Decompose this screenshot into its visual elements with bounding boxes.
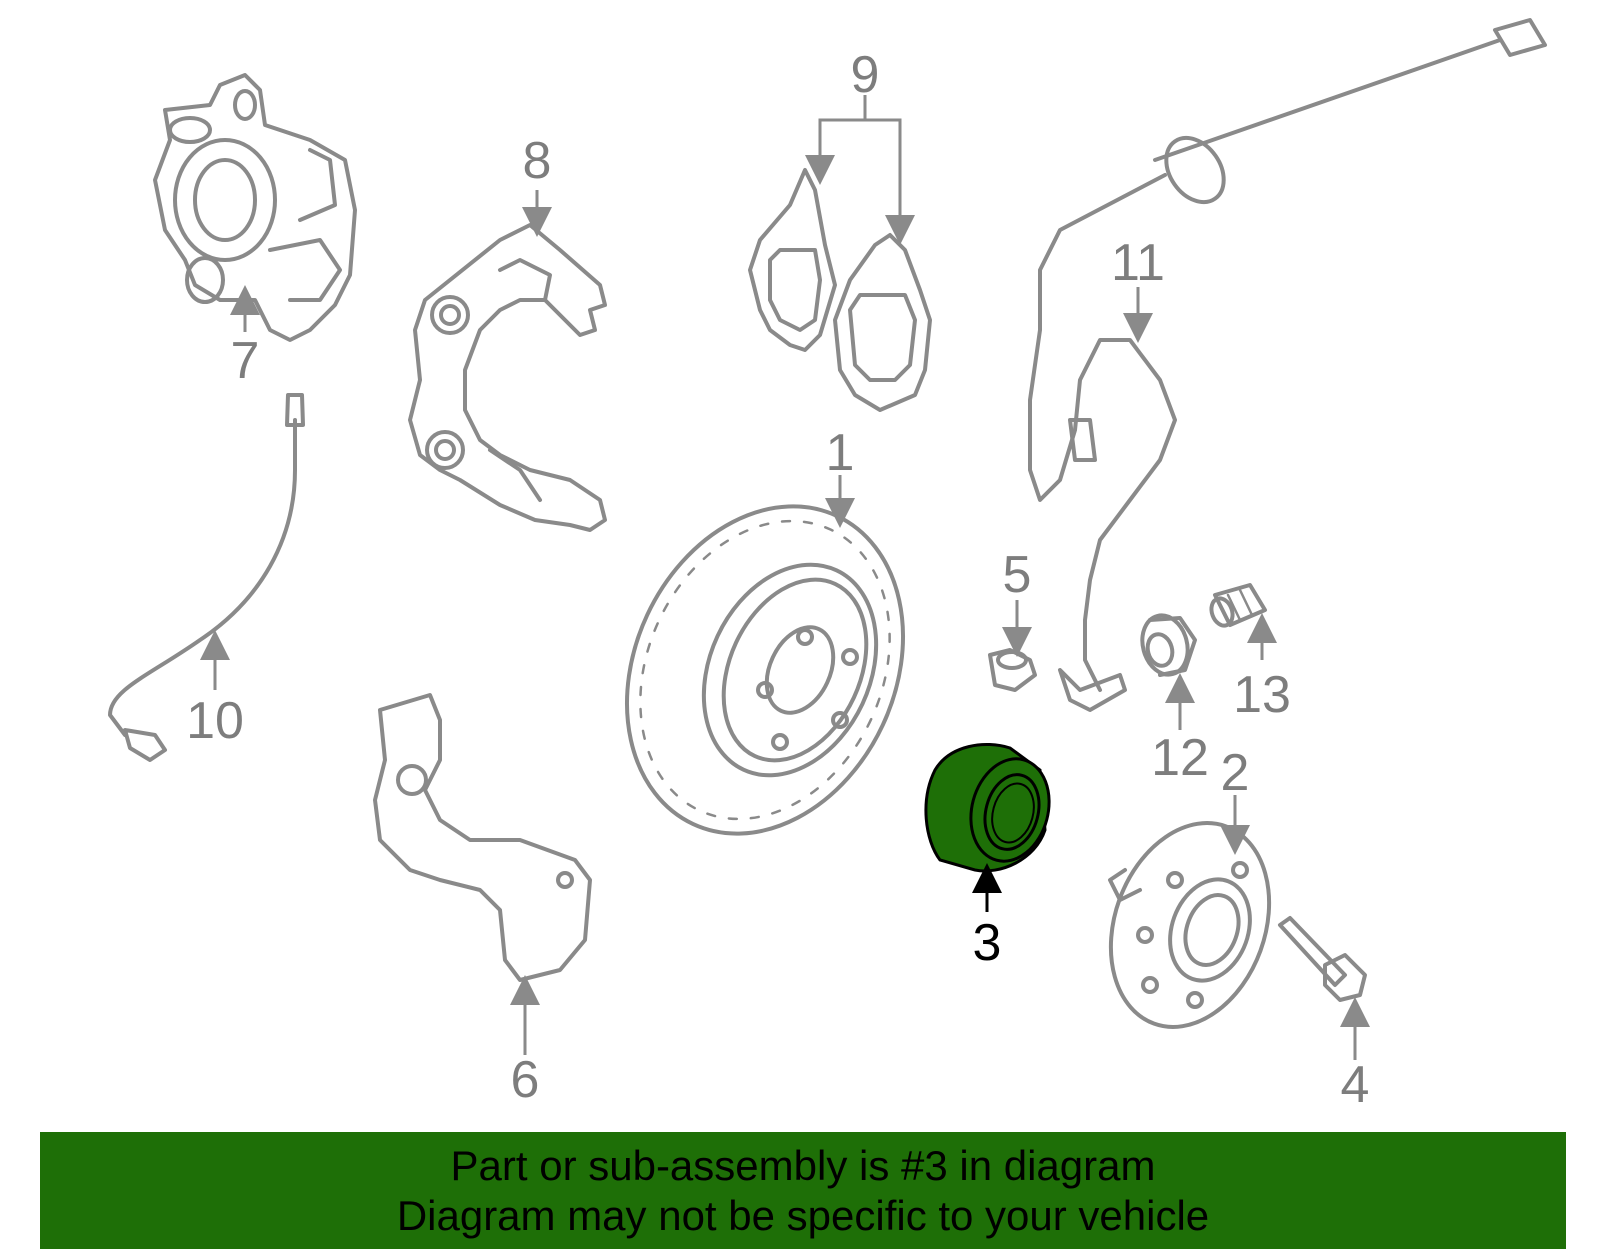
callout-13: 13 <box>1233 666 1291 724</box>
part-5-nut[interactable] <box>988 648 1037 692</box>
banner-line-disclaimer: Diagram may not be specific to your vehi… <box>396 1191 1210 1239</box>
part-4-bolt[interactable] <box>1278 916 1367 1002</box>
callout-5: 5 <box>1003 546 1032 604</box>
callout-8: 8 <box>523 132 552 190</box>
info-banner: Part or sub-assembly is #3 in diagram Di… <box>40 1132 1566 1249</box>
part-11-abs-sensor[interactable] <box>1028 18 1547 712</box>
callout-11: 11 <box>1111 234 1165 292</box>
callout-9: 9 <box>851 46 880 104</box>
callout-3: 3 <box>973 914 1002 972</box>
part-12-seal[interactable] <box>1136 610 1197 679</box>
part-3-wheel-bearing[interactable] <box>924 743 1060 873</box>
callout-12: 12 <box>1151 729 1209 787</box>
part-8-caliper-bracket[interactable] <box>408 223 607 532</box>
leader-lines <box>200 95 1370 1060</box>
part-1-brake-rotor[interactable] <box>575 461 954 879</box>
callout-4: 4 <box>1341 1056 1370 1114</box>
part-9-brake-pads[interactable] <box>748 168 932 412</box>
part-7-caliper[interactable] <box>153 73 357 342</box>
parts-diagram: 7 8 9 1 11 10 5 12 13 3 2 6 4 <box>108 18 1547 1114</box>
callout-2: 2 <box>1221 744 1250 802</box>
callout-7: 7 <box>231 332 260 390</box>
callout-6: 6 <box>511 1051 540 1109</box>
part-2-wheel-hub[interactable] <box>1084 801 1297 1050</box>
callout-10: 10 <box>186 692 244 750</box>
banner-line-part: Part or sub-assembly is #3 in diagram <box>450 1141 1156 1189</box>
part-13-sleeve[interactable] <box>1208 583 1267 629</box>
callout-numbers: 7 8 9 1 11 10 5 12 13 3 2 6 4 <box>186 46 1369 1114</box>
part-6-splash-shield[interactable] <box>373 693 592 982</box>
callout-1: 1 <box>826 424 855 482</box>
